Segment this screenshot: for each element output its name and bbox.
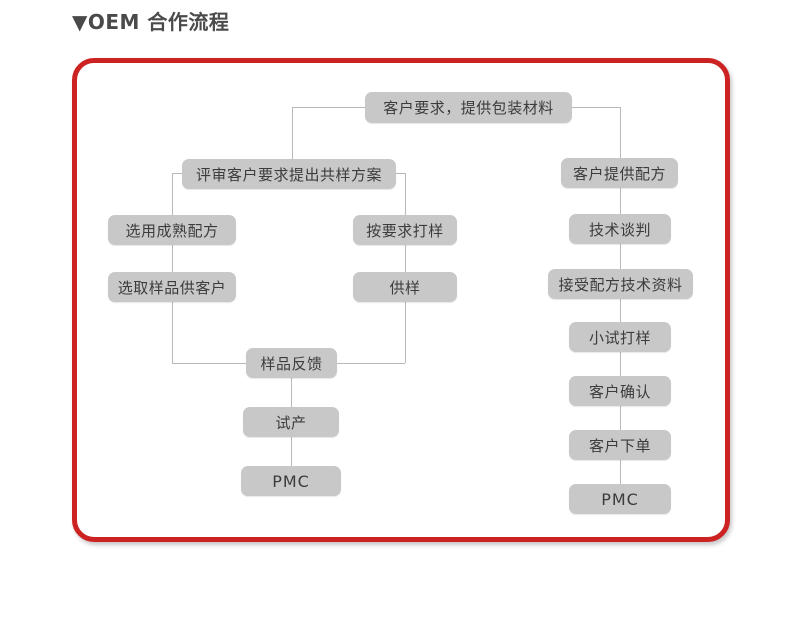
page-title: ▼OEM 合作流程 (72, 10, 230, 34)
connector-n12-n13 (620, 298, 621, 322)
flow-node-customer-provides-formula[interactable]: 客户提供配方 (561, 158, 678, 188)
connector-n3-n5 (172, 244, 173, 273)
connector-n6-n7-v (405, 301, 406, 363)
flow-node-trial-production[interactable]: 试产 (243, 407, 339, 437)
connector-n5-n7-v (172, 301, 173, 363)
connector-n4-n6 (405, 244, 406, 273)
flow-node-customer-confirmation[interactable]: 客户确认 (569, 376, 671, 406)
flow-node-technical-negotiation[interactable]: 技术谈判 (569, 214, 671, 244)
connector-n1-right-v (620, 107, 621, 160)
connector-n14-n15 (620, 405, 621, 430)
connector-n2-left-v (172, 173, 173, 216)
connector-n5-n7-h (172, 363, 247, 364)
flow-node-sample-feedback[interactable]: 样品反馈 (246, 348, 337, 378)
flow-node-customer-places-order[interactable]: 客户下单 (569, 430, 671, 460)
connector-n10-n11 (620, 188, 621, 215)
connector-n15-n16 (620, 459, 621, 484)
flow-node-use-mature-formula[interactable]: 选用成熟配方 (108, 215, 236, 245)
connector-n1-right-h (572, 107, 620, 108)
flow-node-sample-per-requirement[interactable]: 按要求打样 (353, 215, 457, 245)
connector-n2-right-v (405, 173, 406, 216)
connector-n1-left-h (292, 107, 366, 108)
connector-n6-n7-h (336, 363, 405, 364)
connector-n2-right-h (396, 173, 405, 174)
connector-n7-n8 (291, 378, 292, 408)
flow-node-accept-formula-documents[interactable]: 接受配方技术资料 (548, 269, 693, 299)
flow-node-supply-sample[interactable]: 供样 (353, 272, 457, 302)
flow-node-select-sample-for-customer[interactable]: 选取样品供客户 (108, 272, 236, 302)
connector-n13-n14 (620, 351, 621, 376)
connector-n2-left-h (172, 173, 188, 174)
flow-node-customer-requirement-packaging[interactable]: 客户要求，提供包装材料 (365, 92, 572, 123)
connector-n1-left-v (292, 107, 293, 161)
flow-node-pilot-sample[interactable]: 小试打样 (569, 322, 671, 352)
flow-node-review-requirement-proposal[interactable]: 评审客户要求提出共样方案 (182, 159, 396, 189)
connector-n11-n12 (620, 243, 621, 270)
connector-n8-n9 (291, 436, 292, 466)
flow-node-pmc-right[interactable]: PMC (569, 484, 671, 514)
flow-node-pmc-left[interactable]: PMC (241, 466, 341, 496)
